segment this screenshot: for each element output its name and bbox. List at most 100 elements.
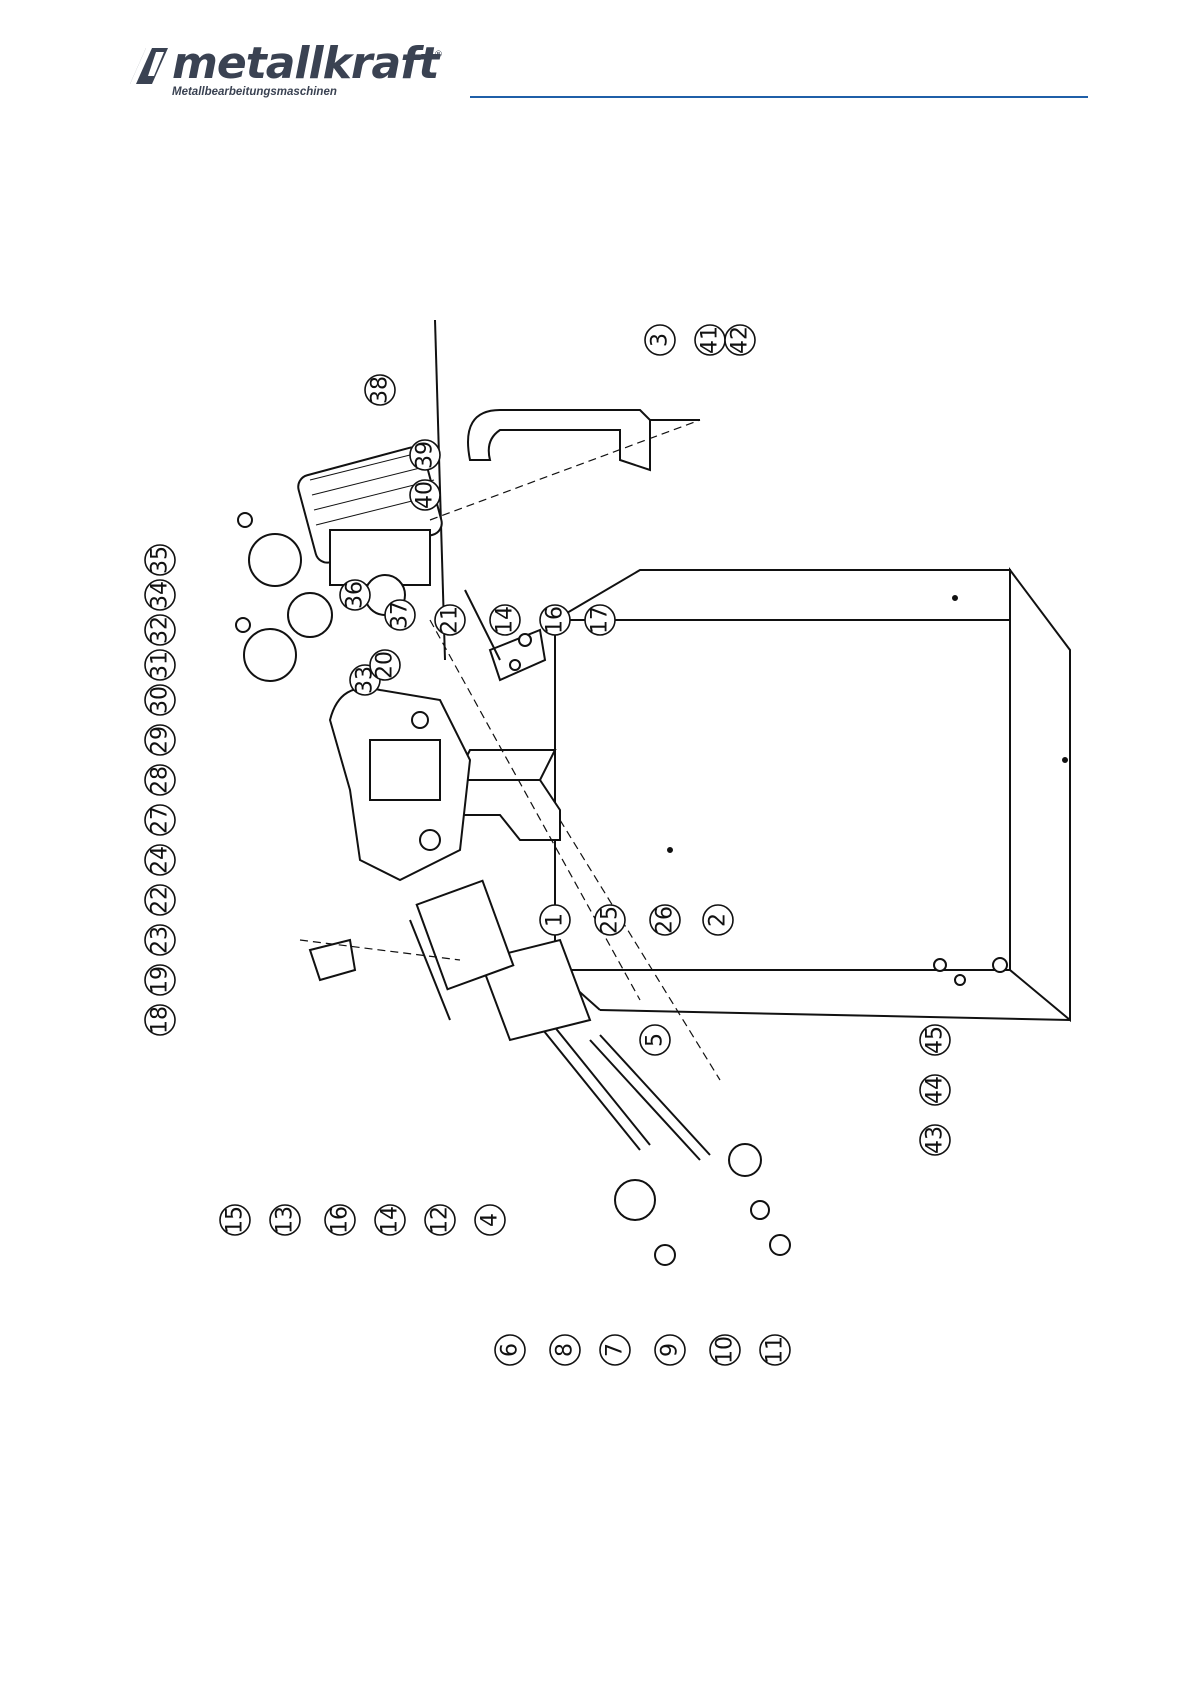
- callout-label: 24: [148, 846, 173, 874]
- callout-label: 7: [603, 1343, 628, 1357]
- callout-26: 26: [650, 905, 680, 935]
- callout-1: 1: [540, 905, 570, 935]
- callout-label: 35: [148, 546, 173, 574]
- callout-label: 14: [378, 1206, 403, 1234]
- callout-25: 25: [595, 905, 625, 935]
- callout-label: 36: [343, 581, 368, 609]
- callout-label: 22: [148, 886, 173, 914]
- callout-32: 32: [145, 615, 175, 645]
- callout-label: 14: [493, 606, 518, 634]
- header-rule: [470, 96, 1088, 98]
- metallkraft-logo-mark-icon: [128, 46, 172, 86]
- callout-18: 18: [145, 1005, 175, 1035]
- callout-21: 21: [435, 605, 465, 635]
- bolt-45: [934, 959, 946, 971]
- callout-41: 41: [695, 325, 725, 355]
- callout-label: 16: [328, 1206, 353, 1234]
- brand-logo: metallkraft ® Metallbearbeitungsmaschine…: [132, 44, 452, 104]
- callout-label: 28: [148, 766, 173, 794]
- callout-37: 37: [385, 600, 415, 630]
- bracket-13: [310, 940, 355, 980]
- callout-label: 4: [478, 1213, 503, 1227]
- callout-label: 43: [923, 1126, 948, 1154]
- callout-9: 9: [655, 1335, 685, 1365]
- callout-label: 30: [148, 686, 173, 714]
- ring-11: [770, 1235, 790, 1255]
- callout-label: 21: [438, 606, 463, 634]
- callout-label: 8: [553, 1343, 578, 1357]
- callout-4: 4: [475, 1205, 505, 1235]
- callout-label: 10: [713, 1336, 738, 1364]
- callout-label: 9: [658, 1343, 683, 1357]
- callout-40: 40: [410, 480, 440, 510]
- callout-label: 29: [148, 726, 173, 754]
- page-header: metallkraft ® Metallbearbeitungsmaschine…: [0, 0, 1191, 110]
- callout-label: 41: [698, 326, 723, 354]
- callout-30: 30: [145, 685, 175, 715]
- callout-label: 3: [648, 333, 673, 347]
- lower-shafts: [535, 1015, 710, 1160]
- callout-17: 17: [585, 605, 615, 635]
- callout-label: 38: [368, 376, 393, 404]
- parts-drawing: [236, 320, 1070, 1265]
- callout-16: 16: [540, 605, 570, 635]
- callout-3: 3: [645, 325, 675, 355]
- callout-20: 20: [370, 650, 400, 680]
- callout-label: 44: [923, 1076, 948, 1104]
- ring-9: [729, 1144, 761, 1176]
- callout-35: 35: [145, 545, 175, 575]
- callout-43: 43: [920, 1125, 950, 1155]
- callout-36: 36: [340, 580, 370, 610]
- ring-10: [751, 1201, 769, 1219]
- callout-label: 19: [148, 966, 173, 994]
- callout-22: 22: [145, 885, 175, 915]
- callout-42: 42: [725, 325, 755, 355]
- callout-label: 32: [148, 616, 173, 644]
- callout-2: 2: [703, 905, 733, 935]
- callout-label: 13: [273, 1206, 298, 1234]
- callout-label: 37: [388, 601, 413, 629]
- callout-label: 15: [223, 1206, 248, 1234]
- callout-5: 5: [640, 1025, 670, 1055]
- gear-35: [249, 534, 301, 586]
- callout-label: 26: [653, 906, 678, 934]
- callout-label: 2: [706, 913, 731, 927]
- callout-label: 31: [148, 651, 173, 679]
- callout-label: 12: [428, 1206, 453, 1234]
- callout-label: 45: [923, 1026, 948, 1054]
- registered-mark: ®: [434, 50, 443, 60]
- callout-label: 17: [588, 606, 613, 634]
- callout-14: 14: [375, 1205, 405, 1235]
- callout-label: 20: [373, 651, 398, 679]
- ring-7: [615, 1180, 655, 1220]
- callout-label: 27: [148, 806, 173, 834]
- callout-45: 45: [920, 1025, 950, 1055]
- base-cabinet: [555, 570, 1070, 1020]
- callout-13: 13: [270, 1205, 300, 1235]
- callout-label: 40: [413, 481, 438, 509]
- callout-8: 8: [550, 1335, 580, 1365]
- callout-15: 15: [220, 1205, 250, 1235]
- callout-12: 12: [425, 1205, 455, 1235]
- callout-label: 42: [728, 326, 753, 354]
- callout-6: 6: [495, 1335, 525, 1365]
- main-frame: [330, 688, 470, 880]
- brand-name: metallkraft: [172, 38, 438, 89]
- callout-44: 44: [920, 1075, 950, 1105]
- callout-label: 34: [148, 581, 173, 609]
- roller-31: [244, 629, 296, 681]
- brand-tagline: Metallbearbeitungsmaschinen: [172, 86, 337, 98]
- washer-44: [955, 975, 965, 985]
- callout-label: 5: [643, 1033, 668, 1047]
- callout-39: 39: [410, 440, 440, 470]
- guard-hood: [468, 410, 700, 470]
- callout-label: 11: [763, 1336, 788, 1364]
- callout-19: 19: [145, 965, 175, 995]
- callout-34: 34: [145, 580, 175, 610]
- callout-38: 38: [365, 375, 395, 405]
- callout-11: 11: [760, 1335, 790, 1365]
- callout-label: 18: [148, 1006, 173, 1034]
- callout-label: 23: [148, 926, 173, 954]
- callout-29: 29: [145, 725, 175, 755]
- callout-24: 24: [145, 845, 175, 875]
